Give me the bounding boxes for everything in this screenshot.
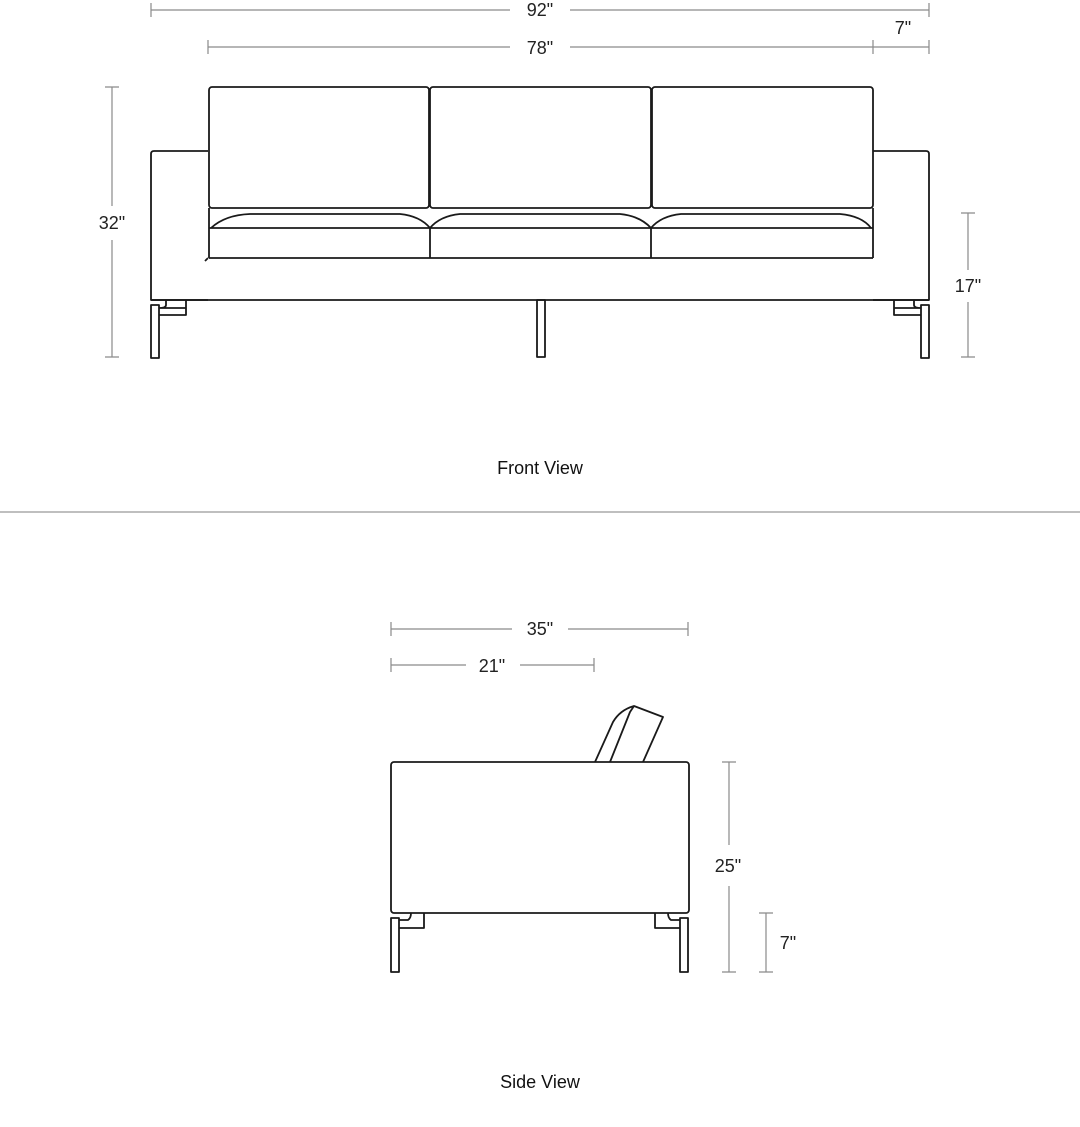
dim-overall-depth: 35" bbox=[390, 619, 689, 639]
side-view-title: Side View bbox=[500, 1072, 581, 1092]
back-cushion-left bbox=[208, 86, 430, 209]
front-view: 92" 78" 7" 32" 17" bbox=[99, 0, 981, 478]
dim-inner-width: 78" bbox=[207, 38, 874, 58]
sofa-side-drawing bbox=[390, 705, 690, 973]
leg-bracket bbox=[399, 912, 425, 929]
label-inner-width: 78" bbox=[527, 38, 553, 58]
label-arm-height: 25" bbox=[715, 856, 741, 876]
dim-arm-width: 7" bbox=[873, 18, 930, 54]
label-overall-width: 92" bbox=[527, 0, 553, 20]
dim-seat-height: 17" bbox=[955, 212, 981, 358]
leg-post bbox=[390, 917, 400, 973]
dim-overall-width: 92" bbox=[150, 0, 930, 20]
arm-left bbox=[150, 150, 208, 301]
base-frame bbox=[151, 257, 929, 301]
leg-front bbox=[390, 912, 425, 973]
leg-post bbox=[150, 304, 160, 359]
label-overall-depth: 35" bbox=[527, 619, 553, 639]
label-seat-height: 17" bbox=[955, 276, 981, 296]
leg-right bbox=[893, 300, 930, 359]
leg-center bbox=[536, 299, 546, 358]
dim-overall-height: 32" bbox=[99, 86, 125, 358]
dim-leg-height: 7" bbox=[759, 912, 796, 973]
leg-post bbox=[920, 304, 930, 359]
front-view-title: Front View bbox=[497, 458, 584, 478]
leg-back bbox=[654, 912, 689, 973]
back-cushion bbox=[594, 705, 664, 763]
leg-bracket bbox=[893, 300, 922, 316]
label-seat-depth: 21" bbox=[479, 656, 505, 676]
seat-cushions bbox=[208, 208, 874, 259]
leg-bracket bbox=[158, 300, 187, 316]
back-cushion-center bbox=[429, 86, 652, 209]
label-overall-height: 32" bbox=[99, 213, 125, 233]
back-cushion-right bbox=[651, 86, 874, 209]
leg-bracket bbox=[654, 912, 680, 929]
leg-post bbox=[679, 917, 689, 973]
sofa-front-drawing bbox=[150, 86, 930, 359]
side-view: 35" 21" 25" 7" Side View bbox=[390, 619, 796, 1092]
arm-right bbox=[873, 150, 930, 301]
side-body bbox=[390, 761, 690, 914]
dim-arm-height: 25" bbox=[715, 761, 741, 973]
dim-seat-depth: 21" bbox=[390, 656, 595, 676]
label-leg-height: 7" bbox=[780, 933, 796, 953]
label-arm-width: 7" bbox=[895, 18, 911, 38]
leg-left bbox=[150, 300, 187, 359]
